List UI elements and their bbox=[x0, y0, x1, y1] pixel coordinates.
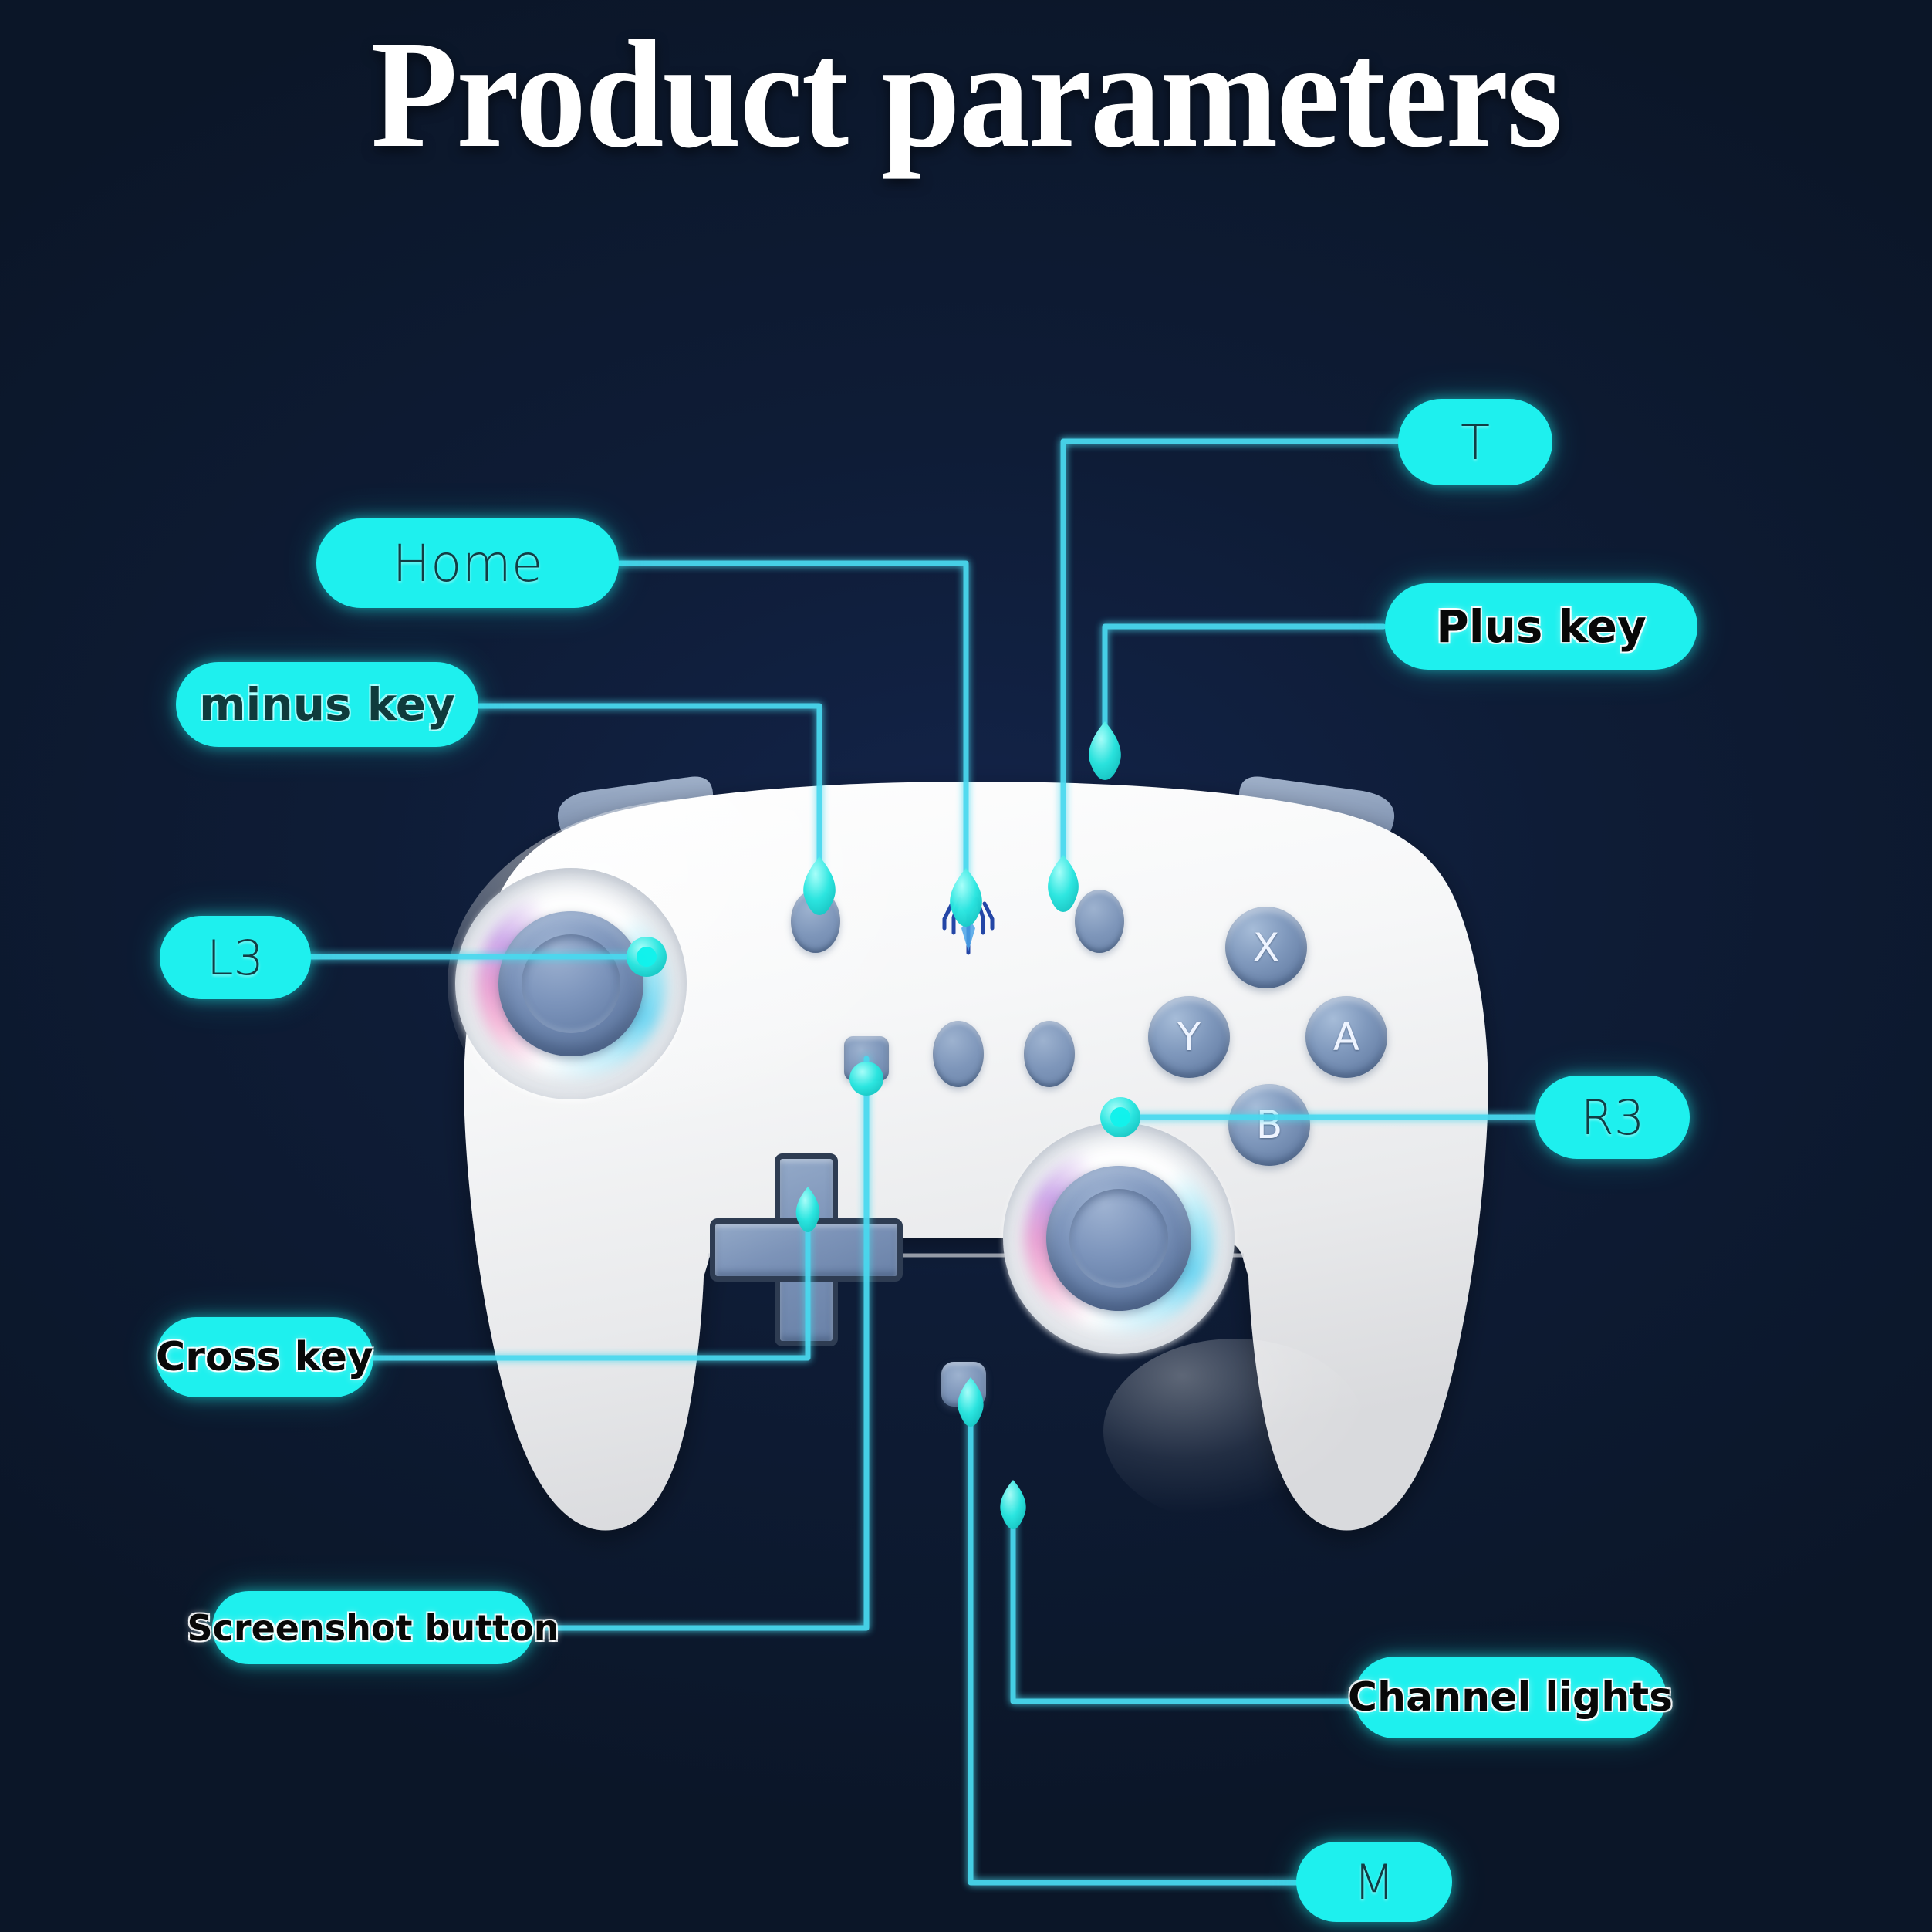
face-button-y-label: Y bbox=[1177, 1015, 1201, 1059]
endpoint-r3-inner bbox=[1110, 1107, 1130, 1127]
leader-line-m bbox=[968, 1395, 1299, 1886]
label-pill-plus-key-text: Plus key bbox=[1436, 600, 1647, 653]
face-button-a-label: A bbox=[1332, 1015, 1360, 1059]
endpoint-cross bbox=[795, 1187, 820, 1232]
endpoint-minus bbox=[803, 856, 836, 915]
label-pill-m[interactable]: M bbox=[1296, 1842, 1452, 1922]
label-pill-minus-key[interactable]: minus key bbox=[176, 662, 478, 747]
leader-line-home bbox=[614, 560, 969, 894]
label-pill-screenshot-button-text: Screenshot button bbox=[187, 1606, 559, 1649]
endpoint-m bbox=[958, 1377, 984, 1427]
left-stick-cap[interactable] bbox=[498, 911, 643, 1056]
label-pill-t-text: T bbox=[1461, 414, 1490, 471]
t-button[interactable] bbox=[1024, 1021, 1075, 1087]
face-button-x[interactable]: X bbox=[1225, 907, 1307, 988]
label-pill-r3[interactable]: R3 bbox=[1535, 1076, 1690, 1159]
label-pill-l3[interactable]: L3 bbox=[160, 916, 311, 999]
leader-line-channel bbox=[1010, 1505, 1363, 1704]
left-analog-stick[interactable] bbox=[455, 868, 687, 1099]
home-button[interactable] bbox=[933, 1021, 984, 1087]
leader-line-screenshot bbox=[529, 1056, 870, 1631]
right-analog-stick[interactable] bbox=[1003, 1123, 1235, 1354]
face-button-b-label: B bbox=[1255, 1103, 1283, 1147]
plus-key-button[interactable] bbox=[1075, 890, 1124, 953]
endpoint-l3-inner bbox=[637, 947, 657, 967]
endpoint-t bbox=[1048, 855, 1079, 912]
endpoint-channel bbox=[1000, 1480, 1026, 1529]
endpoint-plus bbox=[1089, 721, 1121, 780]
label-pill-plus-key[interactable]: Plus key bbox=[1385, 583, 1697, 670]
face-button-a[interactable]: A bbox=[1305, 996, 1387, 1078]
leader-line-plus bbox=[1102, 623, 1387, 744]
label-pill-channel-lights[interactable]: Channel lights bbox=[1348, 1657, 1673, 1738]
label-pill-cross-key[interactable]: Cross key bbox=[156, 1317, 373, 1397]
label-pill-channel-lights-text: Channel lights bbox=[1347, 1674, 1674, 1721]
leader-line-minus bbox=[475, 703, 822, 879]
endpoint-home bbox=[950, 868, 982, 927]
face-button-y[interactable]: Y bbox=[1148, 996, 1230, 1078]
label-pill-screenshot-button[interactable]: Screenshot button bbox=[187, 1591, 559, 1664]
game-controller-illustration: X Y A B bbox=[370, 752, 1582, 1609]
page-title: Product parameters bbox=[370, 9, 1562, 180]
label-pill-home-text: Home bbox=[392, 533, 543, 593]
label-pill-home[interactable]: Home bbox=[316, 518, 619, 608]
right-stick-cap[interactable] bbox=[1046, 1166, 1191, 1311]
label-pill-cross-key-text: Cross key bbox=[156, 1334, 373, 1380]
label-pill-t[interactable]: T bbox=[1398, 399, 1552, 485]
face-button-x-label: X bbox=[1252, 925, 1280, 970]
leader-line-cross bbox=[367, 1204, 811, 1361]
label-pill-r3-text: R3 bbox=[1580, 1089, 1645, 1146]
label-pill-minus-key-text: minus key bbox=[199, 678, 455, 731]
label-pill-m-text: M bbox=[1353, 1853, 1395, 1910]
endpoint-screenshot bbox=[849, 1062, 883, 1096]
leader-line-t bbox=[1060, 438, 1401, 885]
label-pill-l3-text: L3 bbox=[207, 929, 264, 986]
face-button-b[interactable]: B bbox=[1228, 1084, 1310, 1166]
